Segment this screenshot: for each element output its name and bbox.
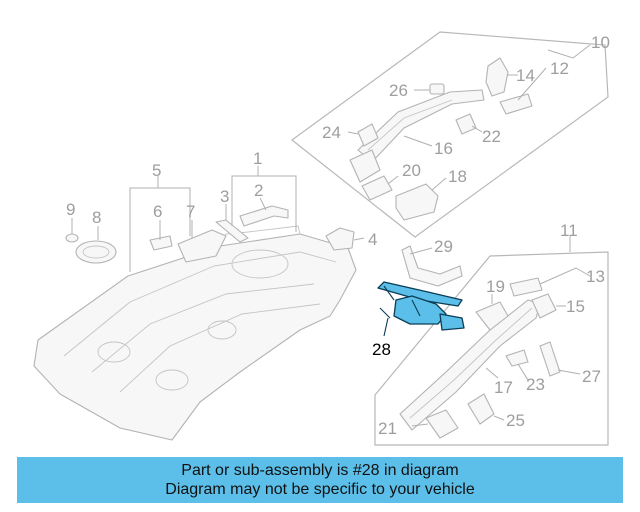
part-16 xyxy=(349,89,485,183)
part-4 xyxy=(325,227,365,251)
callout-25: 25 xyxy=(506,411,525,430)
callout-28: 28 xyxy=(372,340,391,359)
callout-13: 13 xyxy=(586,267,605,286)
part-24 xyxy=(347,123,379,147)
callout-12: 12 xyxy=(550,59,569,78)
callout-8: 8 xyxy=(92,208,101,227)
part-23 xyxy=(505,349,529,381)
callout-11: 11 xyxy=(560,221,578,240)
part-20 xyxy=(361,175,399,201)
callout-22: 22 xyxy=(482,127,501,146)
callout-9: 9 xyxy=(66,200,75,219)
part-15 xyxy=(531,293,566,319)
part-19 xyxy=(475,294,509,331)
part-22 xyxy=(455,113,483,135)
callout-5: 5 xyxy=(152,161,161,180)
part-6 xyxy=(149,235,173,251)
callout-18: 18 xyxy=(448,167,467,186)
part-26 xyxy=(414,83,445,95)
part-13 xyxy=(509,267,591,297)
callout-27: 27 xyxy=(582,367,601,386)
part-18 xyxy=(395,177,447,221)
callout-20: 20 xyxy=(402,161,421,180)
callout-26: 26 xyxy=(389,81,408,100)
part-2 xyxy=(239,205,289,227)
callout-6: 6 xyxy=(153,202,162,221)
callout-29: 29 xyxy=(434,237,453,256)
callout-17: 17 xyxy=(494,378,513,397)
banner-line-2: Diagram may not be specific to your vehi… xyxy=(165,481,475,498)
callout-19: 19 xyxy=(486,277,505,296)
frame-group-11 xyxy=(374,251,609,446)
callout-3: 3 xyxy=(220,187,229,206)
callout-24: 24 xyxy=(322,123,341,142)
callout-10: 10 xyxy=(591,33,610,52)
part-12 xyxy=(499,67,547,115)
part-27 xyxy=(539,341,581,377)
part-9 xyxy=(65,233,79,243)
banner-line-1: Part or sub-assembly is #28 in diagram xyxy=(181,462,459,479)
callout-14: 14 xyxy=(516,66,535,85)
callout-21: 21 xyxy=(378,419,397,438)
part-28-highlighted[interactable] xyxy=(377,281,465,337)
part-21 xyxy=(411,409,459,439)
callout-7: 7 xyxy=(186,202,195,221)
part-29 xyxy=(401,245,463,287)
info-banner: Part or sub-assembly is #28 in diagram D… xyxy=(17,457,623,503)
callout-16: 16 xyxy=(434,139,453,158)
part-3 xyxy=(215,219,249,243)
callout-4: 4 xyxy=(368,230,377,249)
part-7 xyxy=(177,229,227,263)
part-25 xyxy=(467,393,505,425)
parts-diagram: 1 2 3 4 5 6 7 8 9 10 11 12 13 14 15 16 1… xyxy=(33,31,610,446)
part-14 xyxy=(485,57,518,97)
floor-panel xyxy=(33,225,357,441)
callout-2: 2 xyxy=(254,181,263,200)
callout-23: 23 xyxy=(526,375,545,394)
callout-15: 15 xyxy=(566,297,585,316)
callout-1: 1 xyxy=(253,149,262,168)
frame-group-10 xyxy=(291,31,609,238)
part-8 xyxy=(75,240,117,264)
